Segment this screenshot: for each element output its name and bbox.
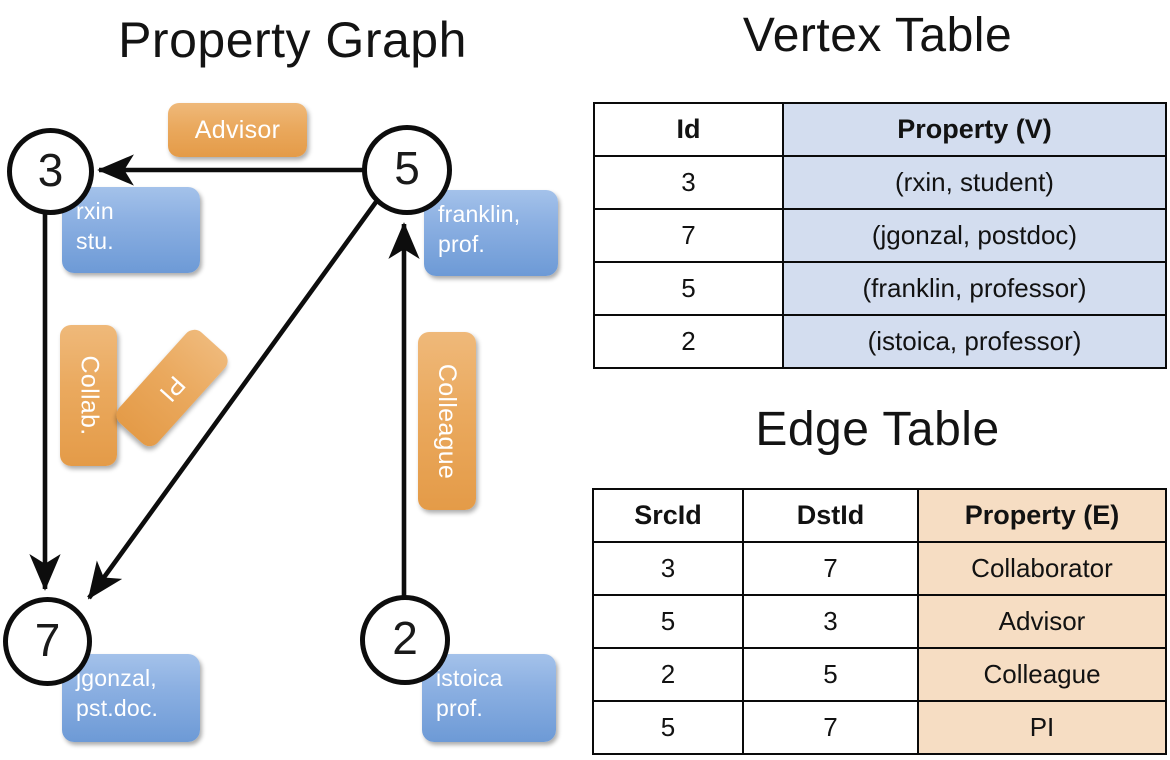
vertex-row-1-property: (jgonzal, postdoc) (782, 208, 1167, 263)
vertex-property-5-line1: franklin, (438, 201, 521, 227)
vertex-table-header-row: Id Property (V) (593, 102, 1167, 157)
edge-label-advisor-text: Advisor (194, 115, 281, 144)
graph-node-2-label: 2 (392, 612, 418, 664)
graph-node-5[interactable]: 5 (362, 125, 452, 215)
table-row[interactable]: 2 (istoica, professor) (593, 314, 1167, 369)
vertex-row-2-id: 5 (593, 261, 784, 316)
edge-row-2-dstid: 5 (742, 647, 919, 702)
edge-arrow-pi (87, 200, 378, 600)
vertex-property-box-7[interactable]: jgonzal, pst.doc. (62, 654, 200, 742)
edge-row-1-srcid: 5 (592, 594, 744, 649)
vertex-property-box-5[interactable]: franklin, prof. (424, 190, 558, 276)
edge-table-header-srcid: SrcId (592, 488, 744, 543)
table-row[interactable]: 3 7 Collaborator (592, 541, 1167, 596)
edge-table-header-dstid: DstId (742, 488, 919, 543)
edge-row-3-dstid: 7 (742, 700, 919, 755)
graph-node-3[interactable]: 3 (7, 128, 94, 215)
page-title-vertex-table: Vertex Table (742, 9, 1013, 62)
table-row[interactable]: 2 5 Colleague (592, 647, 1167, 702)
vertex-property-2-line1: istoica (436, 665, 503, 691)
vertex-row-0-id: 3 (593, 155, 784, 210)
vertex-row-0-property: (rxin, student) (782, 155, 1167, 210)
table-row[interactable]: 5 (franklin, professor) (593, 261, 1167, 316)
vertex-property-box-3[interactable]: rxin stu. (62, 187, 200, 273)
vertex-row-2-property: (franklin, professor) (782, 261, 1167, 316)
vertex-property-box-2[interactable]: istoica prof. (422, 654, 556, 742)
vertex-property-3-line2: stu. (76, 228, 114, 254)
edge-label-collab[interactable]: Collab. (60, 325, 117, 466)
table-row[interactable]: 7 (jgonzal, postdoc) (593, 208, 1167, 263)
edge-row-2-property: Colleague (917, 647, 1167, 702)
edge-row-2-srcid: 2 (592, 647, 744, 702)
vertex-table: Id Property (V) 3 (rxin, student) 7 (jgo… (593, 102, 1167, 369)
edge-row-3-property: PI (917, 700, 1167, 755)
vertex-property-7-line2: pst.doc. (76, 695, 159, 721)
table-row[interactable]: 5 3 Advisor (592, 594, 1167, 649)
edge-label-pi-text: PI (153, 369, 191, 407)
edge-row-1-dstid: 3 (742, 594, 919, 649)
edge-row-0-dstid: 7 (742, 541, 919, 596)
graph-node-2[interactable]: 2 (360, 595, 450, 685)
page-title-property-graph: Property Graph (118, 12, 467, 68)
page-title-edge-table: Edge Table (755, 403, 1000, 456)
edge-label-advisor[interactable]: Advisor (168, 103, 307, 157)
edge-table-header-property: Property (E) (917, 488, 1167, 543)
vertex-property-7-line1: jgonzal, (76, 665, 157, 691)
table-row[interactable]: 5 7 PI (592, 700, 1167, 755)
vertex-property-2-line2: prof. (436, 695, 484, 721)
graph-node-5-label: 5 (394, 142, 420, 194)
vertex-row-3-id: 2 (593, 314, 784, 369)
vertex-row-3-property: (istoica, professor) (782, 314, 1167, 369)
edge-label-colleague[interactable]: Colleague (418, 332, 476, 510)
graph-node-7[interactable]: 7 (3, 597, 92, 686)
vertex-property-3-line1: rxin (76, 198, 114, 224)
edge-row-3-srcid: 5 (592, 700, 744, 755)
table-row[interactable]: 3 (rxin, student) (593, 155, 1167, 210)
vertex-table-header-id: Id (593, 102, 784, 157)
vertex-table-header-property: Property (V) (782, 102, 1167, 157)
edge-row-0-srcid: 3 (592, 541, 744, 596)
vertex-property-5-line2: prof. (438, 231, 486, 257)
edge-row-0-property: Collaborator (917, 541, 1167, 596)
edge-label-colleague-text: Colleague (433, 363, 462, 479)
graph-node-7-label: 7 (34, 613, 61, 666)
edge-table: SrcId DstId Property (E) 3 7 Collaborato… (592, 488, 1167, 755)
graph-node-3-label: 3 (37, 143, 64, 196)
edge-row-1-property: Advisor (917, 594, 1167, 649)
edge-table-header-row: SrcId DstId Property (E) (592, 488, 1167, 543)
edge-label-collab-text: Collab. (75, 355, 104, 436)
vertex-row-1-id: 7 (593, 208, 784, 263)
property-graph-diagram: Advisor Collab. PI Colleague rxin stu. f… (3, 103, 558, 742)
graph-edge-arrows (29, 154, 420, 600)
